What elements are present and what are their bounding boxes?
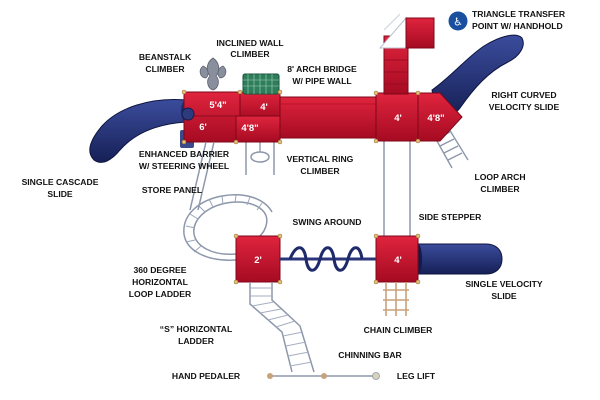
- label-arch-bridge-2: W/ PIPE WALL: [292, 76, 351, 86]
- label-chain-climber: CHAIN CLIMBER: [364, 325, 434, 335]
- label-enhanced-barrier-1: ENHANCED BARRIER: [139, 149, 230, 159]
- s-horizontal-ladder: [249, 282, 315, 373]
- support-posts: [245, 140, 411, 236]
- label-loop-arch-1: LOOP ARCH: [474, 172, 525, 182]
- bridge-pipe-wall: [280, 103, 376, 132]
- deck-middle-lower: [235, 115, 281, 143]
- label-vertical-ring-1: VERTICAL RING: [287, 154, 354, 164]
- s-ladder-rungs: [250, 287, 313, 367]
- label-loop-ladder-2: HORIZONTAL: [132, 277, 188, 287]
- loop-ladder: [183, 194, 273, 261]
- deck-height-4-a: 4': [260, 102, 268, 113]
- deck-height-4-c: 4': [394, 255, 402, 266]
- label-inclined-wall-1: INCLINED WALL: [216, 38, 283, 48]
- label-single-cascade-2: SLIDE: [47, 189, 73, 199]
- fitness-line: [267, 372, 380, 380]
- label-beanstalk-1: BEANSTALK: [139, 52, 192, 62]
- deck-triangle: [417, 92, 463, 142]
- label-swing-around: SWING AROUND: [293, 217, 362, 227]
- chain-climber: [383, 282, 409, 316]
- label-leg-lift: LEG LIFT: [397, 371, 436, 381]
- label-triangle-transfer-2: POINT W/ HANDHOLD: [472, 21, 563, 31]
- svg-text:♿: ♿: [453, 16, 463, 29]
- label-arch-bridge-1: 8' ARCH BRIDGE: [287, 64, 357, 74]
- arch-bridge: [279, 96, 377, 139]
- post-caps: [181, 89, 421, 285]
- label-loop-arch-2: CLIMBER: [480, 184, 520, 194]
- label-s-ladder-2: LADDER: [178, 336, 215, 346]
- label-single-velocity-1: SINGLE VELOCITY: [465, 279, 543, 289]
- label-right-curved-1: RIGHT CURVED: [491, 90, 556, 100]
- deck-right-upper: [375, 92, 419, 142]
- label-triangle-transfer-1: TRIANGLE TRANSFER: [472, 9, 566, 19]
- inclined-wall-climber: [242, 73, 280, 95]
- loop-ladder-rungs: [185, 194, 263, 253]
- label-single-velocity-2: SLIDE: [491, 291, 517, 301]
- label-s-ladder-1: “S” HORIZONTAL: [160, 324, 232, 334]
- deck-height-4-8-b: 4'8": [427, 113, 444, 124]
- swing-around: [280, 246, 376, 272]
- label-store-panel: STORE PANEL: [142, 185, 202, 195]
- label-loop-ladder-3: LOOP LADDER: [129, 289, 192, 299]
- label-hand-pedaler: HAND PEDALER: [172, 371, 241, 381]
- label-single-cascade-1: SINGLE CASCADE: [22, 177, 99, 187]
- label-beanstalk-2: CLIMBER: [145, 64, 185, 74]
- triangle-transfer-point: [405, 17, 435, 49]
- wheelchair-icon: ♿: [448, 11, 468, 31]
- vertical-ring-climber: [250, 140, 270, 163]
- label-side-stepper: SIDE STEPPER: [419, 212, 482, 222]
- deck-height-4-8-a: 4'8": [241, 123, 258, 134]
- store-panel-ladder: [189, 141, 215, 211]
- deck-height-2: 2': [254, 255, 262, 266]
- label-right-curved-2: VELOCITY SLIDE: [489, 102, 560, 112]
- single-cascade-slide: [89, 99, 187, 163]
- label-vertical-ring-2: CLIMBER: [300, 166, 340, 176]
- steering-wheel-icon: [181, 107, 195, 121]
- label-chinning-bar: CHINNING BAR: [338, 350, 402, 360]
- deck-height-4-b: 4': [394, 113, 402, 124]
- label-inclined-wall-2: CLIMBER: [230, 49, 270, 59]
- label-loop-ladder-1: 360 DEGREE: [133, 265, 186, 275]
- deck-height-6: 6': [199, 122, 207, 133]
- deck-height-5-4: 5'4": [209, 100, 226, 111]
- label-enhanced-barrier-2: W/ STEERING WHEEL: [139, 161, 229, 171]
- beanstalk-climber: [199, 57, 227, 91]
- transfer-steps: [378, 16, 407, 49]
- single-velocity-slide: [417, 243, 503, 275]
- deck-lower-right: [375, 235, 419, 283]
- deck-lower-left: [235, 235, 281, 283]
